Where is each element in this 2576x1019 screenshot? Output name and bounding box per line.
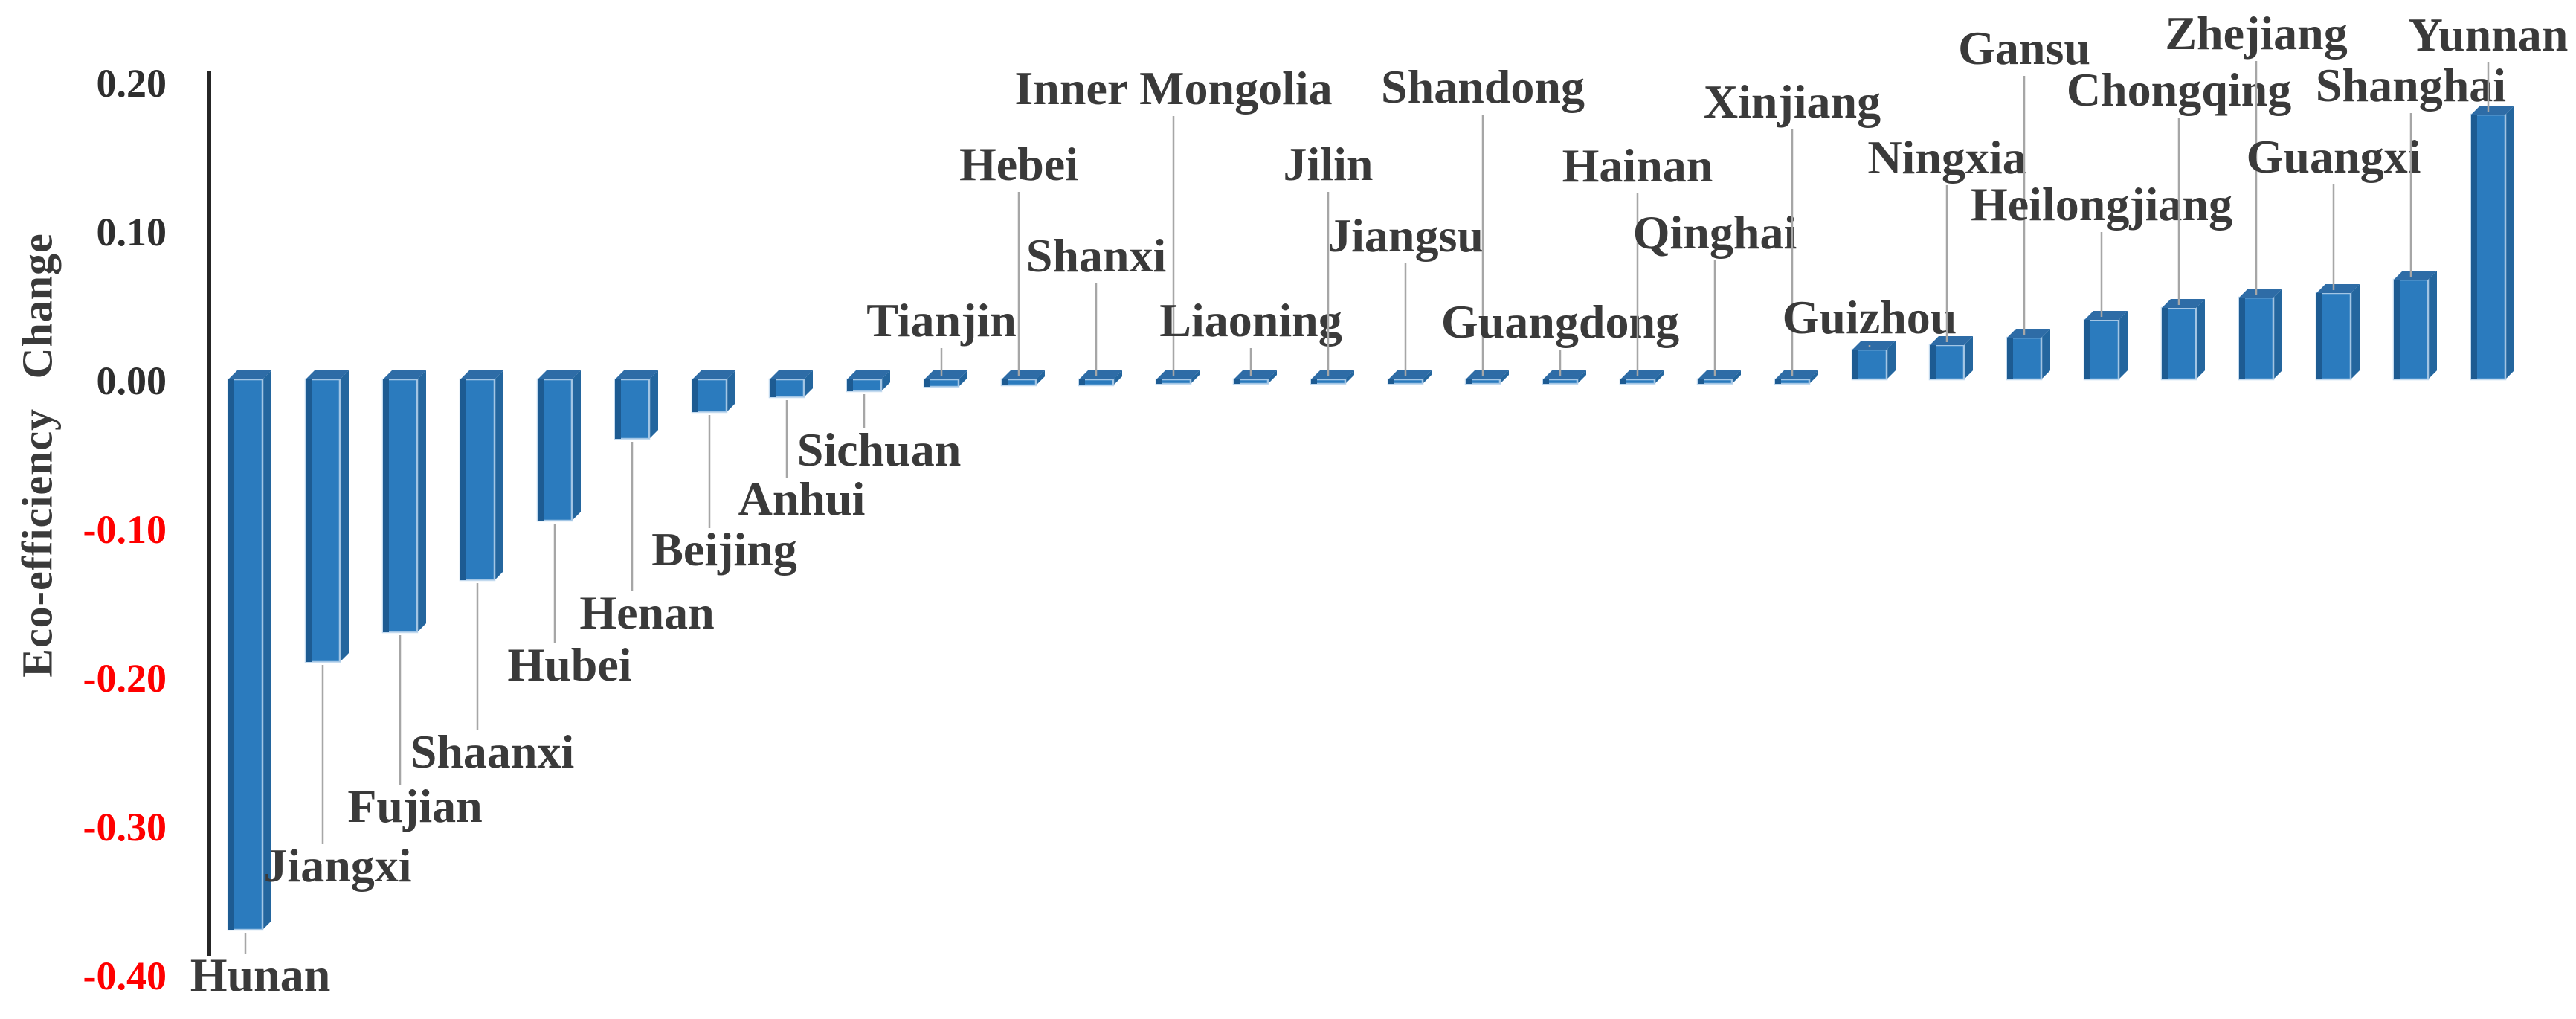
bar-label-hebei: Hebei (959, 138, 1078, 190)
bar-label-sichuan: Sichuan (797, 423, 962, 476)
bar-jiangxi (304, 370, 349, 663)
bar-liaoning (1232, 370, 1277, 385)
bar-label-shaanxi: Shaanxi (410, 725, 575, 778)
bar-shanxi (1078, 370, 1122, 387)
bar-guangdong (1542, 370, 1586, 385)
y-tick-label-0.10: 0.10 (97, 210, 167, 254)
bar-heilongjiang (2083, 311, 2128, 381)
bar-label-xinjiang: Xinjiang (1704, 75, 1881, 128)
bar-label-guizhou: Guizhou (1783, 291, 1957, 344)
bar-label-chongqing: Chongqing (2067, 63, 2291, 116)
bar-chongqing (2160, 299, 2205, 381)
bar-label-hunan: Hunan (190, 948, 331, 1001)
bar-inner-mongolia (1155, 370, 1200, 385)
bar-zhejiang (2238, 289, 2282, 381)
bar-label-shanxi: Shanxi (1026, 229, 1167, 282)
bar-label-yunnan: Yunnan (2409, 8, 2569, 61)
bar-label-jiangsu: Jiangsu (1327, 209, 1484, 262)
y-tick-label--0.10: -0.10 (83, 507, 167, 552)
bar-label-zhejiang: Zhejiang (2165, 7, 2347, 60)
bar-label-henan: Henan (579, 586, 714, 639)
y-tick-label-0.20: 0.20 (97, 61, 167, 106)
bar-fujian (381, 370, 426, 634)
bar-jiangsu (1387, 370, 1432, 385)
bar-tianjin (923, 370, 967, 388)
y-tick-label-0.00: 0.00 (97, 359, 167, 403)
y-tick-label--0.30: -0.30 (83, 805, 167, 849)
bar-anhui (768, 370, 813, 399)
y-tick-label--0.40: -0.40 (83, 954, 167, 998)
bar-label-jilin: Jilin (1284, 138, 1374, 190)
bar-shaanxi (459, 370, 503, 582)
bar-ningxia (1928, 336, 1973, 381)
bar-jilin (1310, 370, 1354, 385)
bar-qinghai (1696, 370, 1741, 385)
bar-shanghai (2392, 271, 2437, 381)
bar-label-guangdong: Guangdong (1441, 295, 1679, 348)
bar-label-shanghai: Shanghai (2316, 59, 2506, 112)
bar-label-jiangxi: Jiangxi (263, 839, 411, 892)
bar-shandong (1464, 370, 1509, 385)
bar-label-hubei: Hubei (507, 638, 631, 691)
bar-sichuan (846, 370, 890, 393)
bar-gansu (2006, 329, 2050, 381)
bar-label-ningxia: Ningxia (1867, 131, 2026, 184)
bar-yunnan (2470, 106, 2514, 381)
bar-label-tianjin: Tianjin (866, 294, 1017, 347)
bar-guangxi (2315, 284, 2360, 381)
bar-label-inner-mongolia: Inner Mongolia (1014, 62, 1332, 115)
bar-label-shandong: Shandong (1381, 60, 1585, 113)
bar-label-beijing: Beijing (651, 523, 797, 576)
bar-henan (614, 370, 658, 440)
bar-guizhou (1851, 341, 1896, 381)
bar-hunan (227, 370, 271, 931)
bar-beijing (691, 370, 735, 414)
bar-label-liaoning: Liaoning (1159, 294, 1342, 347)
bar-hainan (1619, 370, 1664, 385)
bar-label-gansu: Gansu (1958, 22, 2090, 74)
bar-hubei (536, 370, 581, 522)
bar-hebei (1000, 370, 1045, 387)
y-tick-label--0.20: -0.20 (83, 656, 167, 701)
bar-label-anhui: Anhui (738, 472, 866, 525)
bar-label-fujian: Fujian (347, 779, 482, 832)
bar-label-hainan: Hainan (1562, 139, 1713, 192)
bar-label-heilongjiang: Heilongjiang (1971, 178, 2232, 231)
bar-label-qinghai: Qinghai (1633, 206, 1797, 259)
bar-label-guangxi: Guangxi (2247, 130, 2421, 183)
bar-xinjiang (1774, 370, 1818, 385)
